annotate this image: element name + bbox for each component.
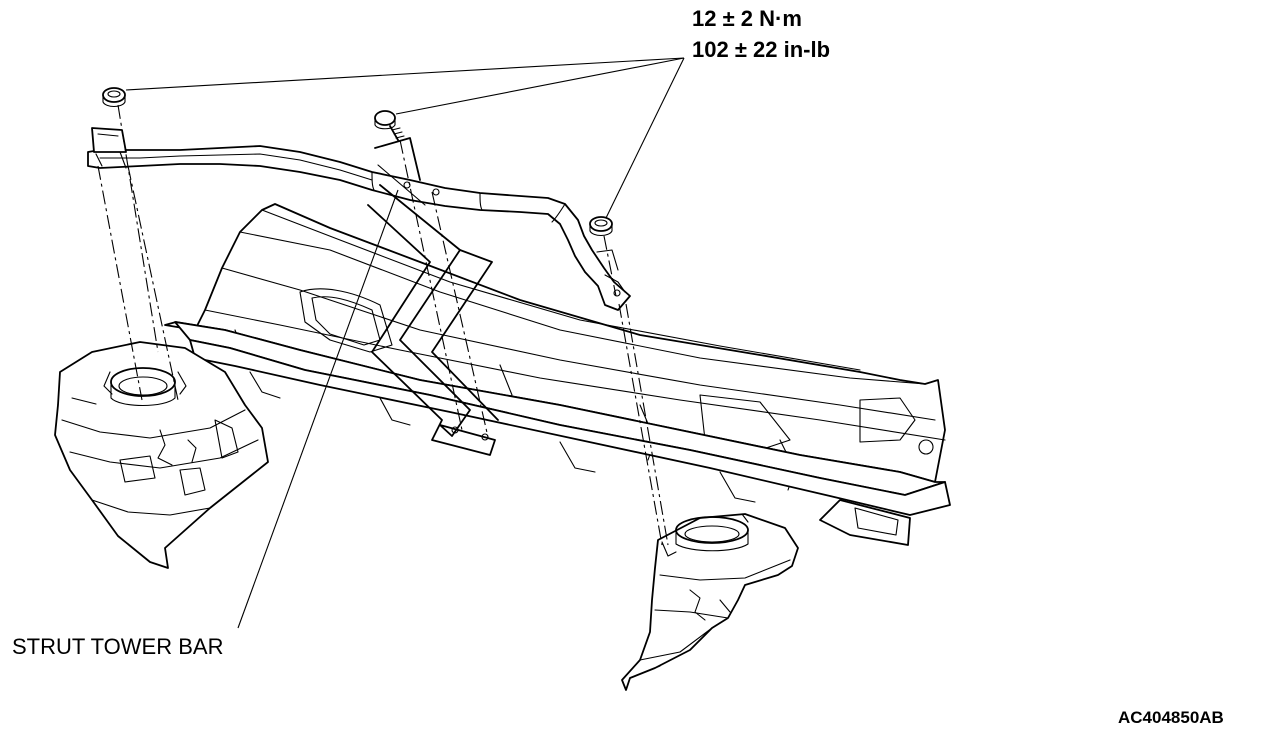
strut-tower-left bbox=[54, 341, 269, 569]
torque-spec-metric: 12 ± 2 N·m bbox=[692, 6, 802, 31]
part-label-strut-tower-bar: STRUT TOWER BAR bbox=[12, 634, 224, 659]
nut-icon bbox=[589, 216, 613, 237]
torque-spec-imperial: 102 ± 22 in-lb bbox=[692, 37, 831, 62]
nut-icon bbox=[102, 87, 126, 108]
figure-code: AC404850AB bbox=[1118, 708, 1224, 727]
center-bracket bbox=[367, 137, 499, 456]
bar-left-bracket bbox=[91, 127, 127, 153]
cowl-panel bbox=[164, 203, 951, 546]
bolt-icon bbox=[374, 110, 405, 141]
assembly-lines bbox=[97, 104, 669, 546]
leader-lines bbox=[125, 57, 685, 629]
strut-tower-bar bbox=[87, 145, 631, 311]
strut-tower-right bbox=[621, 513, 799, 691]
